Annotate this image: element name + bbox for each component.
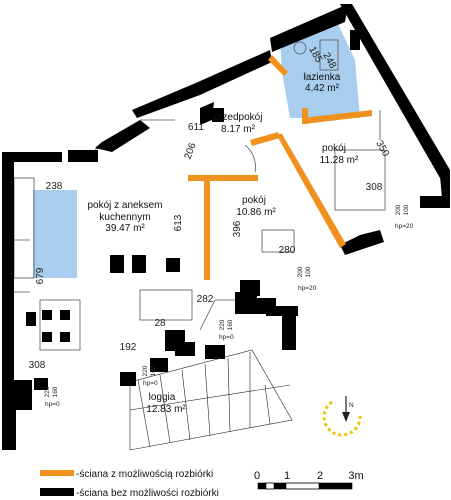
window-mark-4-hp: hp=20 [298,285,317,292]
window-mark-5: 200 100 hp=20 [395,204,414,230]
window-mark-1-w: 220 [44,386,51,397]
room-living-kitchen-name-line1: pokój z aneksem [87,200,162,211]
dim-679: 679 [35,267,46,284]
dim-28: 28 [154,318,166,329]
room-living-kitchen-name-line2: kuchennym [99,212,150,223]
window-mark-2-w: 220 [142,365,149,376]
window-mark-5-w: 200 [395,204,402,215]
loggia-floor [129,349,293,451]
sofa [139,289,193,321]
walls-fixed [2,4,450,450]
room-bedroom-middle-area: 10.86 m² [236,207,276,218]
scale-tick-3: 3m [348,470,363,482]
window-mark-1-h: 160 [52,386,59,397]
room-bedroom-right-name: pokój [322,143,346,154]
scale-tick-0: 0 [254,470,260,482]
dim-308-right: 308 [366,182,383,193]
dim-206: 206 [183,141,199,161]
dining-table [39,299,81,351]
bed-right-room [334,149,386,211]
compass: N [322,396,362,437]
legend-swatch-fixed [40,488,74,496]
dim-192: 192 [120,342,137,353]
window-mark-3-hp: hp=0 [219,334,234,341]
window-mark-3: 220 160 hp=0 [219,319,234,341]
room-loggia-area: 12.83 m² [146,404,186,415]
room-hallway-name: przedpokój [214,112,263,123]
dim-613: 613 [173,214,184,231]
window-mark-2: 220 160 hp=0 [142,365,158,387]
window-mark-3-h: 160 [227,319,234,330]
room-loggia-name: loggia [149,392,176,403]
window-mark-3-w: 220 [219,319,226,330]
scale-tick-2: 2 [317,470,323,482]
window-mark-2-hp: hp=0 [143,380,158,387]
desk-middle-room [261,229,295,253]
compass-letter: N [349,402,354,409]
window-mark-1-hp: hp=0 [45,401,60,408]
room-bedroom-middle-name: pokój [242,195,266,206]
window-mark-4-w: 200 [297,266,304,277]
room-bathroom-area: 4.42 m² [305,83,340,94]
compass-arc [322,400,362,437]
window-mark-4: 200 100 hp=20 [297,266,317,292]
furniture-dark [26,255,195,356]
dim-396: 396 [232,220,243,237]
dim-308-left: 308 [29,360,46,371]
room-hallway-area: 8.17 m² [221,124,256,135]
room-bathroom-name: łazienka [304,72,341,83]
kitchen-counter [13,177,35,279]
window-mark-4-h: 100 [305,266,312,277]
window-mark-2-h: 160 [150,365,157,376]
window-mark-1: 220 160 hp=0 [44,386,60,408]
legend: -ściana z możliwością rozbiórki -ściana … [40,469,219,499]
dim-282: 282 [197,294,214,305]
window-mark-5-h: 100 [403,204,410,215]
room-living-kitchen-area: 39.47 m² [105,223,145,234]
kitchen-counter-fill [33,190,77,278]
scale-tick-1: 1 [284,470,290,482]
legend-fixed-text: -ściana bez możliwości rozbiórki [76,488,219,499]
legend-swatch-removable [40,470,74,476]
bathroom-bath [319,39,339,71]
scale-bar: 0 1 2 3m [254,470,364,490]
window-mark-5-hp: hp=20 [395,223,414,230]
room-bedroom-right-area: 11.28 m² [320,155,359,166]
dim-611: 611 [188,122,204,133]
legend-removable-text: -ściana z możliwością rozbiórki [76,469,213,480]
dim-350: 350 [373,139,391,159]
bathroom-sink [293,41,307,55]
walls-removable [188,55,372,280]
dim-280: 280 [279,245,296,256]
dim-238: 238 [46,181,63,192]
